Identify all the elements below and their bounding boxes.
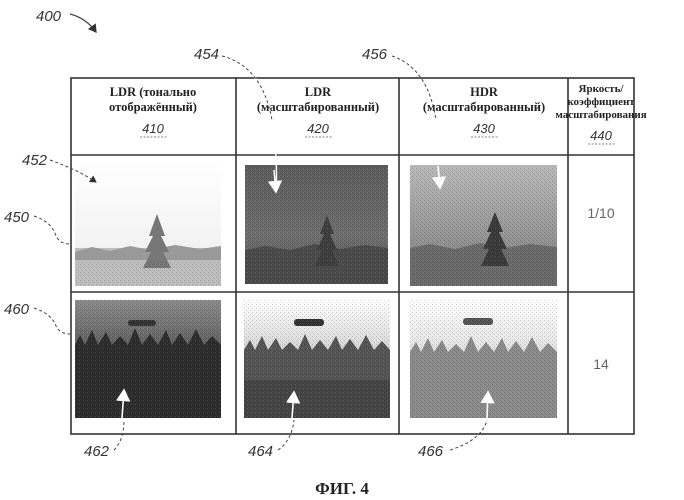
header-col4-line1: Яркость/	[579, 83, 625, 95]
header-col2-ref: 420	[307, 121, 329, 136]
header-col1-ref: 410	[142, 121, 164, 136]
header-col-ldr-scaled: LDR (масштабированный) 420	[257, 85, 379, 137]
header-col4-line2: коэффициент	[567, 96, 635, 108]
callout-460: 460	[4, 301, 30, 318]
callout-454: 454	[194, 46, 219, 63]
header-col-hdr-scaled: HDR (масштабированный) 430	[423, 85, 545, 137]
header-col1-line2: отображённый)	[109, 100, 197, 114]
image-row1-hdr-scaled	[410, 165, 557, 286]
figure-caption: ФИГ. 4	[315, 479, 369, 498]
header-col3-line2: (масштабированный)	[423, 100, 545, 114]
header-col3-ref: 430	[473, 121, 495, 136]
header-col4-ref: 440	[590, 128, 612, 143]
callout-450: 450	[4, 209, 30, 226]
image-row2-hdr-scaled	[410, 300, 557, 418]
header-col3-line1: HDR	[470, 85, 499, 99]
header-col-scale-factor: Яркость/ коэффициент масштабирования 440	[555, 83, 646, 144]
scale-value-row2: 14	[593, 356, 609, 372]
callout-464: 464	[248, 443, 273, 460]
callout-452: 452	[22, 152, 48, 169]
figure-number-arrow	[70, 14, 96, 32]
header-col2-line2: (масштабированный)	[257, 100, 379, 114]
callout-456: 456	[362, 46, 388, 63]
scale-value-row1: 1/10	[587, 205, 614, 221]
image-row1-ldr-scaled	[245, 165, 388, 284]
figure-number: 400	[36, 8, 62, 25]
callout-462: 462	[84, 443, 110, 460]
header-col2-line1: LDR	[305, 85, 332, 99]
image-row2-ldr-tone-mapped	[75, 300, 221, 418]
header-col-ldr-tone-mapped: LDR (тонально отображённый) 410	[109, 85, 197, 137]
header-col1-line1: LDR (тонально	[110, 85, 197, 99]
header-col4-line3: масштабирования	[555, 109, 646, 121]
image-row2-ldr-scaled	[244, 300, 390, 418]
image-row1-ldr-tone-mapped	[75, 160, 221, 286]
callout-466: 466	[418, 443, 444, 460]
